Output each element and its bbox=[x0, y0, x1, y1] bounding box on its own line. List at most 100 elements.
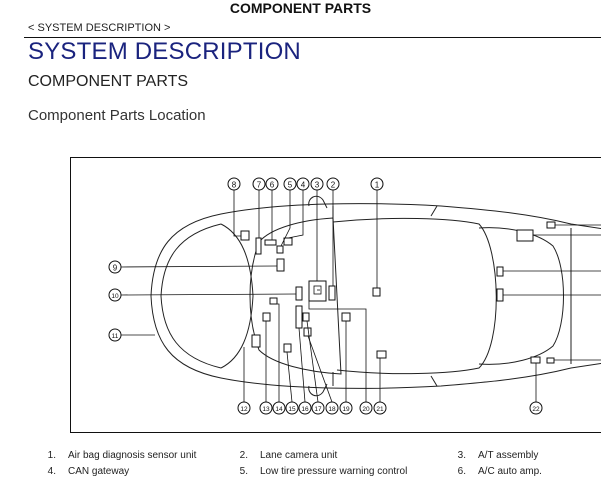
callout-8: 8 bbox=[227, 177, 241, 191]
component-box-3 bbox=[308, 280, 327, 302]
callout-10-label: 10 bbox=[111, 293, 119, 300]
callout-3-label: 3 bbox=[315, 181, 320, 190]
callout-19: 19 bbox=[339, 401, 353, 415]
legend-item-text: A/C auto amp. bbox=[478, 466, 542, 477]
callout-7-label: 7 bbox=[257, 181, 262, 190]
callout-2: 2 bbox=[326, 177, 340, 191]
legend-item-text: CAN gateway bbox=[68, 466, 130, 477]
component-box-18 bbox=[303, 327, 312, 337]
callout-10: 10 bbox=[108, 288, 122, 302]
callout-14: 14 bbox=[272, 401, 286, 415]
legend-item-number: 3. bbox=[457, 450, 466, 461]
car-top-view-diagram: 8 7 6 5 4 3 2 bbox=[108, 177, 601, 415]
component-box-2 bbox=[328, 285, 336, 301]
callout-20-label: 20 bbox=[362, 406, 370, 413]
component-box-13 bbox=[262, 312, 271, 322]
component-box-4 bbox=[283, 237, 293, 246]
legend-item-text: Low tire pressure warning control bbox=[260, 466, 408, 477]
callout-8-label: 8 bbox=[232, 181, 237, 190]
callout-2-label: 2 bbox=[331, 181, 336, 190]
section-title: SYSTEM DESCRIPTION bbox=[28, 38, 301, 65]
legend-item-text: Air bag diagnosis sensor unit bbox=[68, 450, 197, 461]
car-body-outline bbox=[150, 203, 601, 389]
callout-3: 3 bbox=[310, 177, 324, 191]
component-box-10 bbox=[295, 286, 303, 301]
component-box-22 bbox=[530, 356, 541, 364]
door-line-bottom-rear bbox=[430, 375, 438, 387]
top-callouts: 8 7 6 5 4 3 2 bbox=[227, 177, 384, 191]
callout-13-label: 13 bbox=[262, 406, 270, 413]
mirror-right bbox=[308, 383, 328, 397]
callout-1-label: 1 bbox=[375, 181, 380, 190]
bottom-callouts: 12 13 14 15 16 17 bbox=[237, 401, 543, 415]
callout-11-label: 11 bbox=[112, 333, 119, 340]
legend-item: 4. CAN gateway bbox=[40, 466, 129, 477]
callout-15: 15 bbox=[285, 401, 299, 415]
legend-item: 3. A/T assembly bbox=[450, 450, 539, 461]
callout-4-label: 4 bbox=[301, 181, 306, 190]
component-box-trunk-1 bbox=[496, 266, 504, 277]
front-bumper-line-lower bbox=[160, 295, 222, 369]
component-location-figure: 8 7 6 5 4 3 2 bbox=[70, 157, 601, 433]
callout-4: 4 bbox=[296, 177, 310, 191]
callout-9: 9 bbox=[108, 260, 122, 274]
legend-item: 1.Air bag diagnosis sensor unit bbox=[40, 450, 197, 461]
component-box-rear-top-small bbox=[546, 221, 556, 229]
callout-6-label: 6 bbox=[270, 181, 275, 190]
callout-14-label: 14 bbox=[275, 406, 283, 413]
callout-1: 1 bbox=[370, 177, 384, 191]
component-box-17 bbox=[302, 312, 310, 322]
callout-13: 13 bbox=[259, 401, 273, 415]
callout-21-label: 21 bbox=[376, 406, 384, 413]
left-callouts: 9 10 11 bbox=[108, 260, 122, 342]
legend-item-number: 6. bbox=[457, 466, 466, 477]
callout-6: 6 bbox=[265, 177, 279, 191]
callout-20: 20 bbox=[359, 401, 373, 415]
callout-7: 7 bbox=[252, 177, 266, 191]
callout-12: 12 bbox=[237, 401, 251, 415]
callout-21: 21 bbox=[373, 401, 387, 415]
callout-12-label: 12 bbox=[240, 406, 248, 413]
component-box-21 bbox=[376, 350, 387, 359]
roof-outline bbox=[332, 217, 497, 375]
component-box-7 bbox=[255, 237, 262, 255]
legend-item: 5. Low tire pressure warning control bbox=[232, 466, 408, 477]
component-box-19 bbox=[341, 312, 351, 322]
leader-lines bbox=[120, 190, 601, 403]
component-legend: 1.Air bag diagnosis sensor unit 2.Lane c… bbox=[0, 450, 601, 480]
figure-caption: Component Parts Location bbox=[28, 107, 206, 124]
front-bumper-line bbox=[160, 223, 222, 297]
component-box-rear-bottom-small bbox=[546, 357, 555, 364]
legend-item-text: A/T assembly bbox=[478, 450, 539, 461]
callout-16-label: 16 bbox=[301, 406, 309, 413]
callout-15-label: 15 bbox=[288, 406, 296, 413]
callout-19-label: 19 bbox=[342, 406, 350, 413]
page-header-title: COMPONENT PARTS bbox=[229, 0, 372, 16]
component-box-6 bbox=[264, 239, 277, 246]
callout-17-label: 17 bbox=[314, 406, 322, 413]
callout-5-label: 5 bbox=[288, 181, 293, 190]
hood-right bbox=[220, 295, 254, 369]
rear-window bbox=[478, 227, 564, 365]
callout-11: 11 bbox=[108, 328, 122, 342]
legend-item-number: 2. bbox=[239, 450, 248, 461]
hood-left bbox=[220, 223, 254, 297]
mirror-left bbox=[308, 195, 328, 209]
legend-item-number: 5. bbox=[239, 466, 248, 477]
component-box-1 bbox=[372, 287, 381, 297]
door-line-top-rear bbox=[430, 205, 438, 217]
legend-item-number: 4. bbox=[47, 466, 56, 477]
component-box-8 bbox=[240, 230, 250, 241]
component-box-5 bbox=[276, 245, 284, 254]
callout-17: 17 bbox=[311, 401, 325, 415]
callout-22-label: 22 bbox=[532, 406, 540, 413]
component-box-15 bbox=[283, 343, 292, 353]
callout-16: 16 bbox=[298, 401, 312, 415]
callout-18-label: 18 bbox=[328, 406, 336, 413]
callout-18: 18 bbox=[325, 401, 339, 415]
legend-item: 2.Lane camera unit bbox=[232, 450, 338, 461]
header-rule bbox=[24, 37, 601, 38]
component-box-16 bbox=[295, 305, 303, 329]
component-box-14 bbox=[269, 297, 278, 305]
callout-9-label: 9 bbox=[113, 264, 118, 273]
